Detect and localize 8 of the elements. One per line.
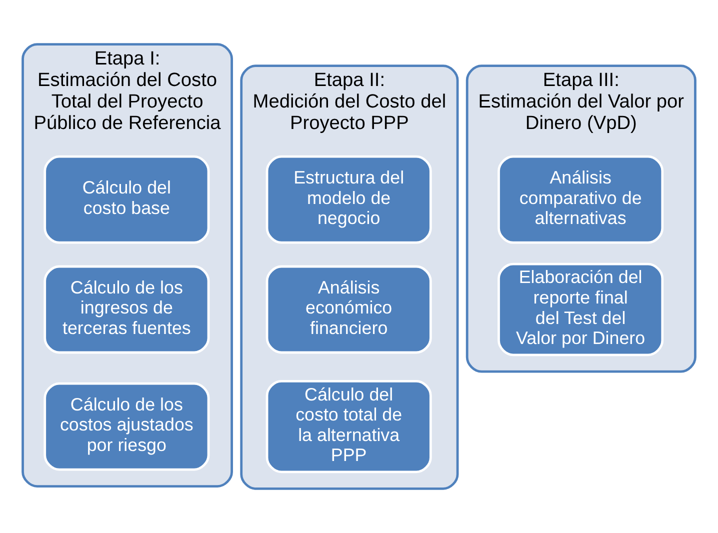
node-box: Cálculo de los costos ajustados por riesgo [44, 382, 210, 471]
node-box: Análisis comparativo de alternativas [498, 155, 664, 244]
node-box: Cálculo del costo total de la alternativa PPP [266, 380, 432, 474]
node-box: Estructura del modelo de negocio [266, 155, 432, 244]
node-box: Análisis económico financiero [266, 265, 432, 354]
node-box: Cálculo de los ingresos de terceras fuentes [44, 265, 210, 354]
node-box: Elaboración del reporte final del Test del Valor por Dinero [498, 262, 664, 356]
node-box: Cálculo del costo base [44, 155, 210, 244]
